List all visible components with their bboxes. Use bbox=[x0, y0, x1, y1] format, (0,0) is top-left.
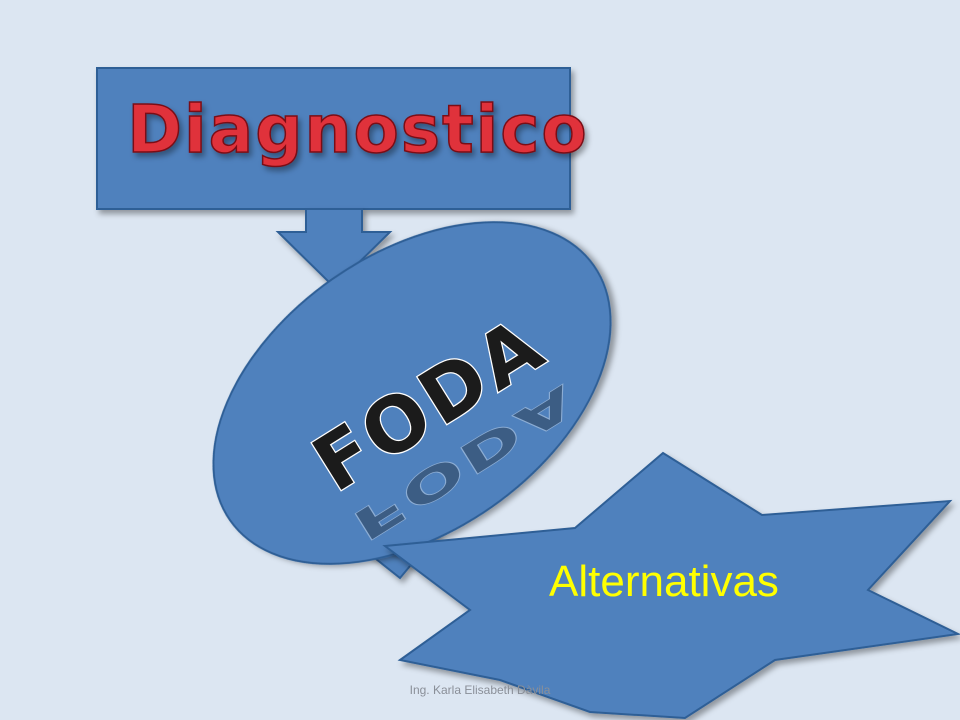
diagnostico-title: Diagnostico bbox=[127, 91, 588, 168]
diagnostico-box bbox=[96, 67, 571, 210]
alternativas-star bbox=[382, 451, 960, 720]
footer-author: Ing. Karla Elisabeth Dàvila bbox=[409, 683, 551, 697]
foda-ellipse bbox=[212, 221, 612, 565]
alternativas-label: Alternativas bbox=[549, 557, 779, 606]
